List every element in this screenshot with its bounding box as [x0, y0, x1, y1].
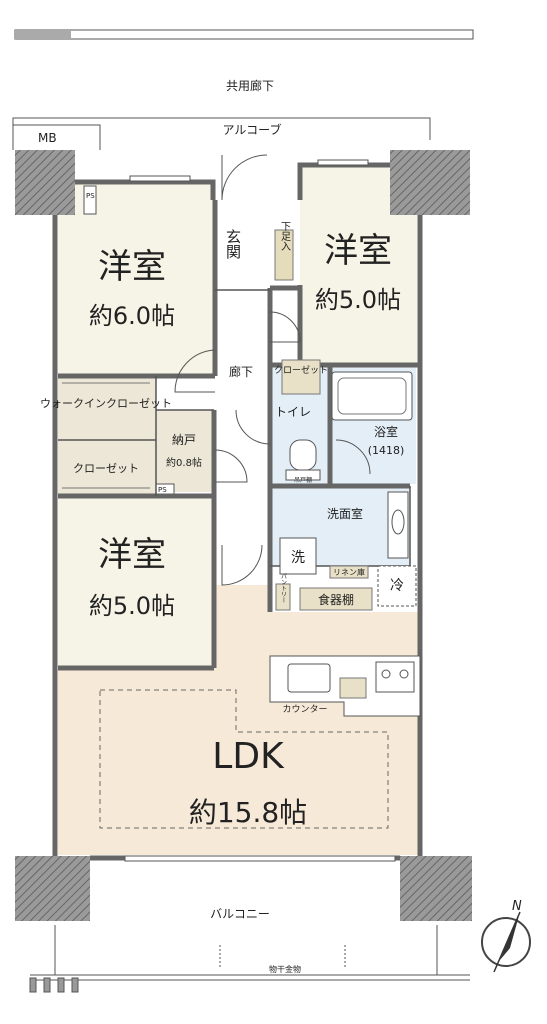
closet-top-box [281, 359, 321, 395]
corridor-strip [14, 29, 474, 40]
shoe-cabinet-label: 下足入 [279, 221, 291, 251]
bathtub-icon [331, 371, 413, 421]
ldk-dashed-zone [99, 689, 389, 829]
washer-box [279, 537, 317, 575]
closet-left-label: クローゼット [73, 462, 139, 475]
drying-hardware-label: 物干金物 [269, 964, 301, 974]
alcove-label: アルコーブ [223, 122, 282, 137]
room-western3-size: 約5.0帖 [89, 592, 175, 620]
ps-label-2: PS [158, 486, 167, 494]
balcony-outline [30, 925, 470, 981]
toilet-icon [285, 439, 321, 481]
toilet-label: トイレ [275, 405, 311, 419]
room-western1-name: 洋室 [98, 247, 166, 287]
room-ldk-name: LDK [212, 736, 285, 777]
storage-label: 納戸 [172, 433, 196, 447]
room-western3-name: 洋室 [98, 535, 166, 575]
entrance-label: 玄関 [224, 229, 242, 260]
room-ldk-size: 約15.8帖 [189, 796, 307, 829]
fridge-box [377, 565, 417, 607]
shoe-cabinet [274, 229, 294, 281]
toilet-shelf-label: 吊戸棚 [294, 476, 312, 484]
washer-label: 洗 [291, 550, 305, 566]
linen-box [329, 565, 369, 579]
linen-label: リネン庫 [333, 567, 365, 577]
pantry-box [275, 583, 291, 611]
hallway-label: 廊下 [229, 364, 253, 379]
dish-cabinet [299, 587, 373, 611]
washroom-label: 洗面室 [327, 506, 363, 521]
dish-cabinet-label: 食器棚 [318, 592, 354, 607]
alcove-outline [12, 117, 431, 150]
storage-size: 約0.8帖 [166, 456, 202, 469]
compass-north-label: N [512, 899, 522, 914]
corridor-label: 共用廊下 [226, 78, 274, 93]
compass-icon [481, 911, 531, 973]
doors [174, 154, 371, 586]
walkin-label: ウォークインクローゼット [40, 397, 172, 410]
closet-top-label: クローゼット [274, 364, 328, 376]
floor-fills [58, 165, 418, 855]
balcony-label: バルコニー [210, 907, 270, 921]
room-western2-name: 洋室 [324, 231, 392, 271]
structural-columns [15, 150, 472, 921]
closet-rails [62, 382, 150, 489]
kitchen-counter [269, 655, 421, 717]
windows [124, 159, 396, 862]
fridge-label: 冷 [390, 578, 404, 594]
bath-label: 浴室 [374, 424, 398, 439]
ps-label-1: PS [86, 192, 95, 200]
pantry-label: パントリー [280, 573, 287, 603]
mb-label: MB [38, 131, 57, 145]
room-western2-size: 約5.0帖 [315, 286, 401, 314]
washbasin-icon [387, 491, 409, 559]
bath-size: (1418) [368, 444, 405, 457]
room-western1-size: 約6.0帖 [89, 302, 175, 330]
counter-label: カウンター [282, 704, 327, 715]
balcony-posts [29, 977, 79, 993]
